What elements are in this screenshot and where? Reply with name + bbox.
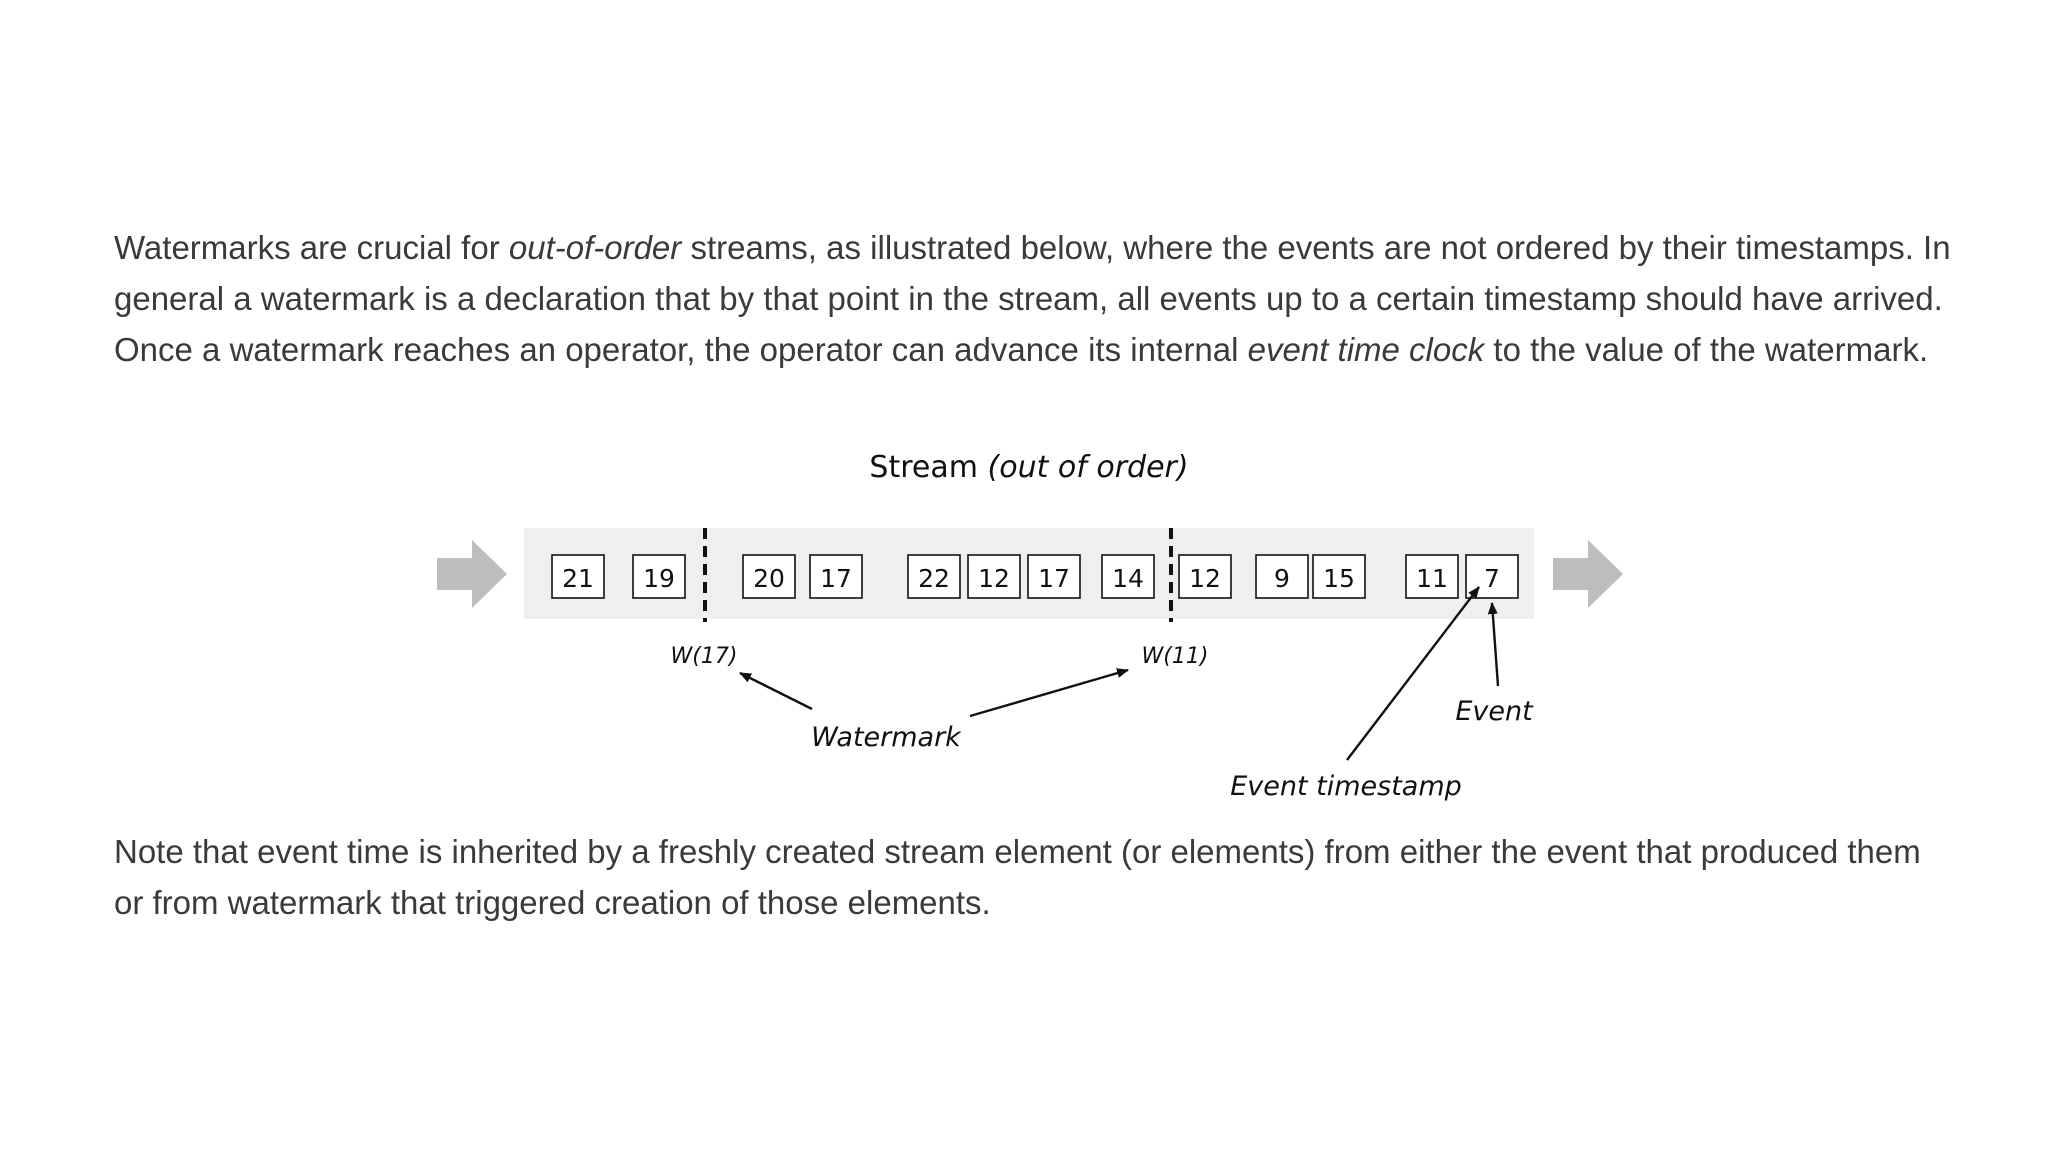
paragraph-text: to the value of the watermark. [1484, 331, 1929, 368]
event-box: 19 [632, 554, 686, 599]
event-value: 7 [1484, 564, 1500, 593]
event-box: 20 [742, 554, 796, 599]
paragraph-text: Watermarks are crucial for [114, 229, 509, 266]
event-value: 9 [1274, 564, 1290, 593]
event-value: 21 [562, 564, 594, 593]
event-timestamp-annotation: Event timestamp [1230, 771, 1462, 802]
event-annotation: Event [1455, 696, 1534, 727]
event-box: 14 [1101, 554, 1155, 599]
event-timestamp-pointer-arrow [1346, 586, 1480, 761]
event-box: 21 [551, 554, 605, 599]
diagram-title: Stream (out of order) [869, 450, 1188, 485]
watermark-pointer-arrow [969, 668, 1129, 718]
paragraph-emphasis: out-of-order [508, 229, 682, 266]
event-box: 17 [1027, 554, 1081, 599]
event-box: 22 [907, 554, 961, 599]
event-value: 11 [1416, 564, 1448, 593]
paragraph-text: streams, as illustrated below, where the… [114, 229, 1960, 368]
event-box: 15 [1312, 554, 1366, 599]
event-box: 12 [1178, 554, 1232, 599]
watermark-label: W(11) [1142, 644, 1209, 669]
watermark-annotation: Watermark [811, 722, 962, 753]
stream-input-arrow-icon [437, 540, 507, 608]
event-box: 12 [967, 554, 1021, 599]
event-value: 14 [1112, 564, 1144, 593]
event-value: 12 [978, 564, 1010, 593]
stream-output-arrow-icon [1553, 540, 1623, 608]
paragraph-text: Note that event time is inherited by a f… [114, 833, 1930, 921]
event-value: 19 [643, 564, 675, 593]
event-value: 17 [820, 564, 852, 593]
event-value: 17 [1038, 564, 1070, 593]
event-value: 15 [1323, 564, 1355, 593]
event-box: 17 [809, 554, 863, 599]
intro-paragraph: Watermarks are crucial for out-of-order … [114, 222, 1954, 375]
watermark-label: W(17) [671, 644, 738, 669]
event-value: 12 [1189, 564, 1221, 593]
note-paragraph: Note that event time is inherited by a f… [114, 826, 1954, 928]
paragraph-emphasis: event time clock [1247, 331, 1485, 368]
event-box: 7 [1465, 554, 1519, 599]
event-value: 20 [753, 564, 785, 593]
event-pointer-arrow [1487, 602, 1500, 687]
watermark-pointer-arrow [739, 671, 813, 711]
event-value: 22 [918, 564, 950, 593]
event-box: 9 [1255, 554, 1309, 599]
event-box: 11 [1405, 554, 1459, 599]
